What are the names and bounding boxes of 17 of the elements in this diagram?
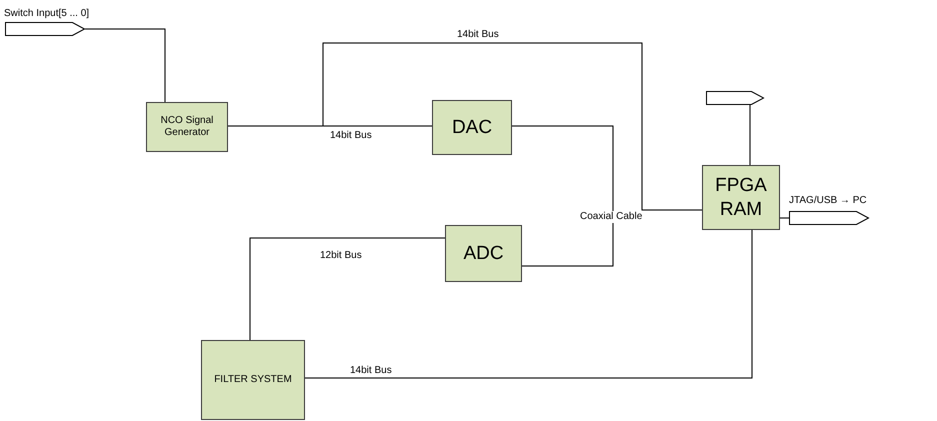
block-label: DAC	[450, 116, 494, 140]
connector-line	[512, 126, 614, 266]
block-label: FPGA RAM	[714, 174, 768, 222]
block-box	[201, 340, 305, 420]
connector-line	[250, 238, 446, 340]
block-box	[432, 100, 512, 155]
port-label: JTAG/USB → PC	[789, 195, 867, 206]
block-box	[445, 225, 522, 282]
block-label: FILTER SYSTEM	[213, 374, 293, 386]
block-label: ADC	[462, 242, 505, 266]
block-box	[146, 102, 228, 152]
block-box	[702, 165, 780, 230]
connector-line	[304, 230, 752, 378]
connector-line	[84, 28, 166, 102]
port-label: Switch Input[5 ... 0]	[4, 8, 90, 19]
edge-label: Coaxial Cable	[578, 211, 644, 223]
block-label: NCO Signal Generator	[160, 114, 214, 140]
